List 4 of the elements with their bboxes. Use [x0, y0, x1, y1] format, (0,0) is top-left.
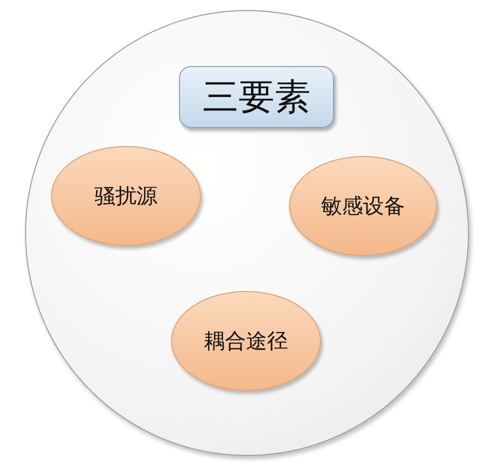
ellipse-node: 耦合途径 — [171, 291, 321, 391]
ellipse-node: 敏感设备 — [289, 156, 437, 256]
title-box: 三要素 — [179, 66, 334, 128]
ellipse-node: 骚扰源 — [51, 146, 201, 246]
